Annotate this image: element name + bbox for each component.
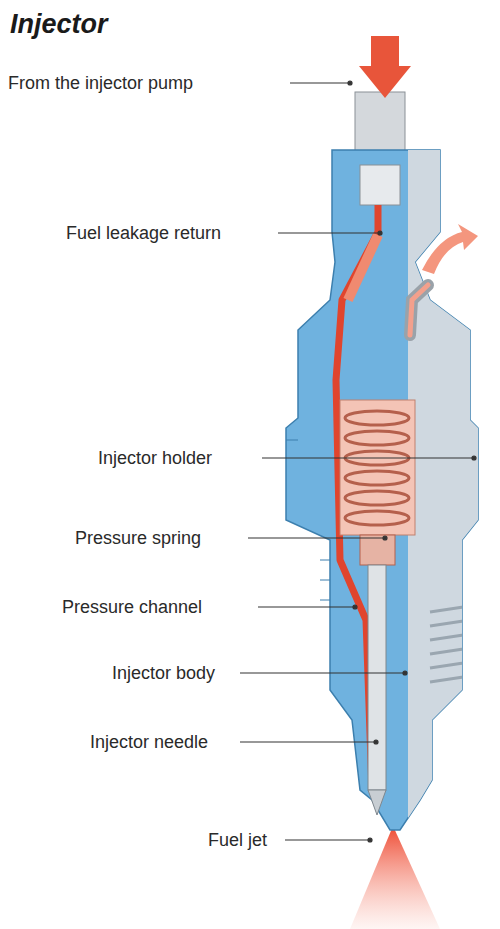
part-label: Injector holder — [98, 447, 212, 469]
leakage-pipe — [410, 285, 428, 335]
exterior-side — [408, 140, 488, 840]
supply-arrow-shaft — [371, 36, 399, 68]
injector-needle — [368, 565, 386, 790]
thread-lines-left — [286, 440, 330, 600]
part-label: Fuel jet — [208, 829, 267, 851]
leakage-flow — [410, 285, 428, 335]
part-label: Pressure spring — [75, 527, 201, 549]
spring-seat — [360, 535, 395, 565]
edge-filter — [348, 235, 378, 300]
pressure-spring — [345, 411, 409, 525]
supply-arrow-head — [359, 66, 411, 98]
part-label: Injector body — [112, 662, 215, 684]
part-label: Pressure channel — [62, 596, 202, 618]
needle-tip — [368, 790, 386, 815]
part-label: From the injector pump — [8, 72, 193, 94]
part-label: Injector needle — [90, 731, 208, 753]
fuel-spray — [350, 826, 440, 929]
part-label: Fuel leakage return — [66, 222, 221, 244]
title: Injector — [10, 8, 108, 40]
leakage-arrow — [422, 224, 478, 274]
leader-lines — [240, 81, 476, 842]
spring-chamber — [340, 400, 415, 535]
pipe-nipple — [360, 165, 400, 205]
